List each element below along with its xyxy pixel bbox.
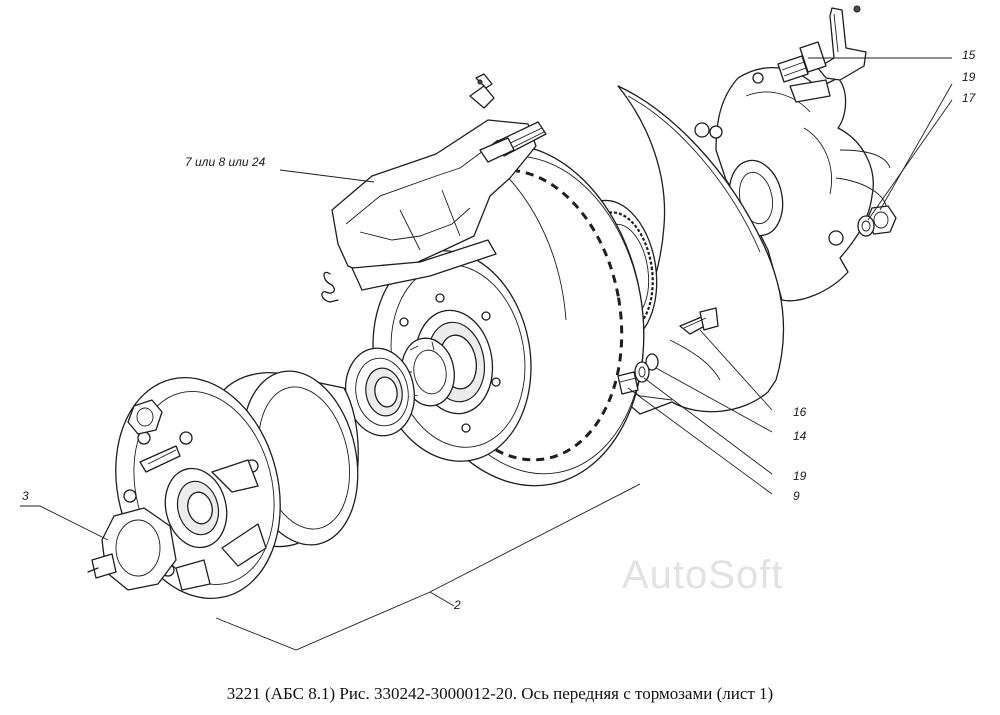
callout-7-8-24: 7 или 8 или 24 bbox=[185, 155, 266, 169]
wheel-stud-upper bbox=[127, 399, 163, 435]
callout-14: 14 bbox=[793, 429, 807, 443]
callout-15: 15 bbox=[962, 48, 976, 62]
brake-caliper bbox=[331, 73, 547, 291]
bolt-16 bbox=[679, 307, 719, 335]
bolt-9 bbox=[617, 371, 639, 395]
callout-16: 16 bbox=[793, 405, 807, 419]
castellated-nut bbox=[401, 337, 455, 407]
washer-14 bbox=[645, 353, 659, 371]
callout-9: 9 bbox=[793, 489, 800, 503]
top-bracket bbox=[817, 5, 867, 81]
watermark: AutoSoft bbox=[622, 553, 783, 597]
spring-clip bbox=[321, 271, 339, 303]
callout-labels: 15 19 17 7 или 8 или 24 16 14 19 9 3 2 bbox=[22, 48, 977, 612]
callout-19-bottom: 19 bbox=[793, 469, 807, 483]
callout-3: 3 bbox=[22, 489, 29, 503]
callout-17: 17 bbox=[962, 91, 977, 105]
bolt-15 bbox=[777, 41, 831, 103]
callout-2: 2 bbox=[453, 598, 461, 612]
leader-lines bbox=[20, 57, 953, 651]
callout-19-top: 19 bbox=[962, 70, 976, 84]
wheel-stud-middle bbox=[139, 445, 181, 473]
washer-19-right bbox=[857, 215, 875, 237]
washer-19-bottom bbox=[634, 361, 650, 383]
hub-cap-3 bbox=[87, 507, 177, 591]
figure-caption: 3221 (АБС 8.1) Рис. 330242-3000012-20. О… bbox=[226, 684, 774, 703]
